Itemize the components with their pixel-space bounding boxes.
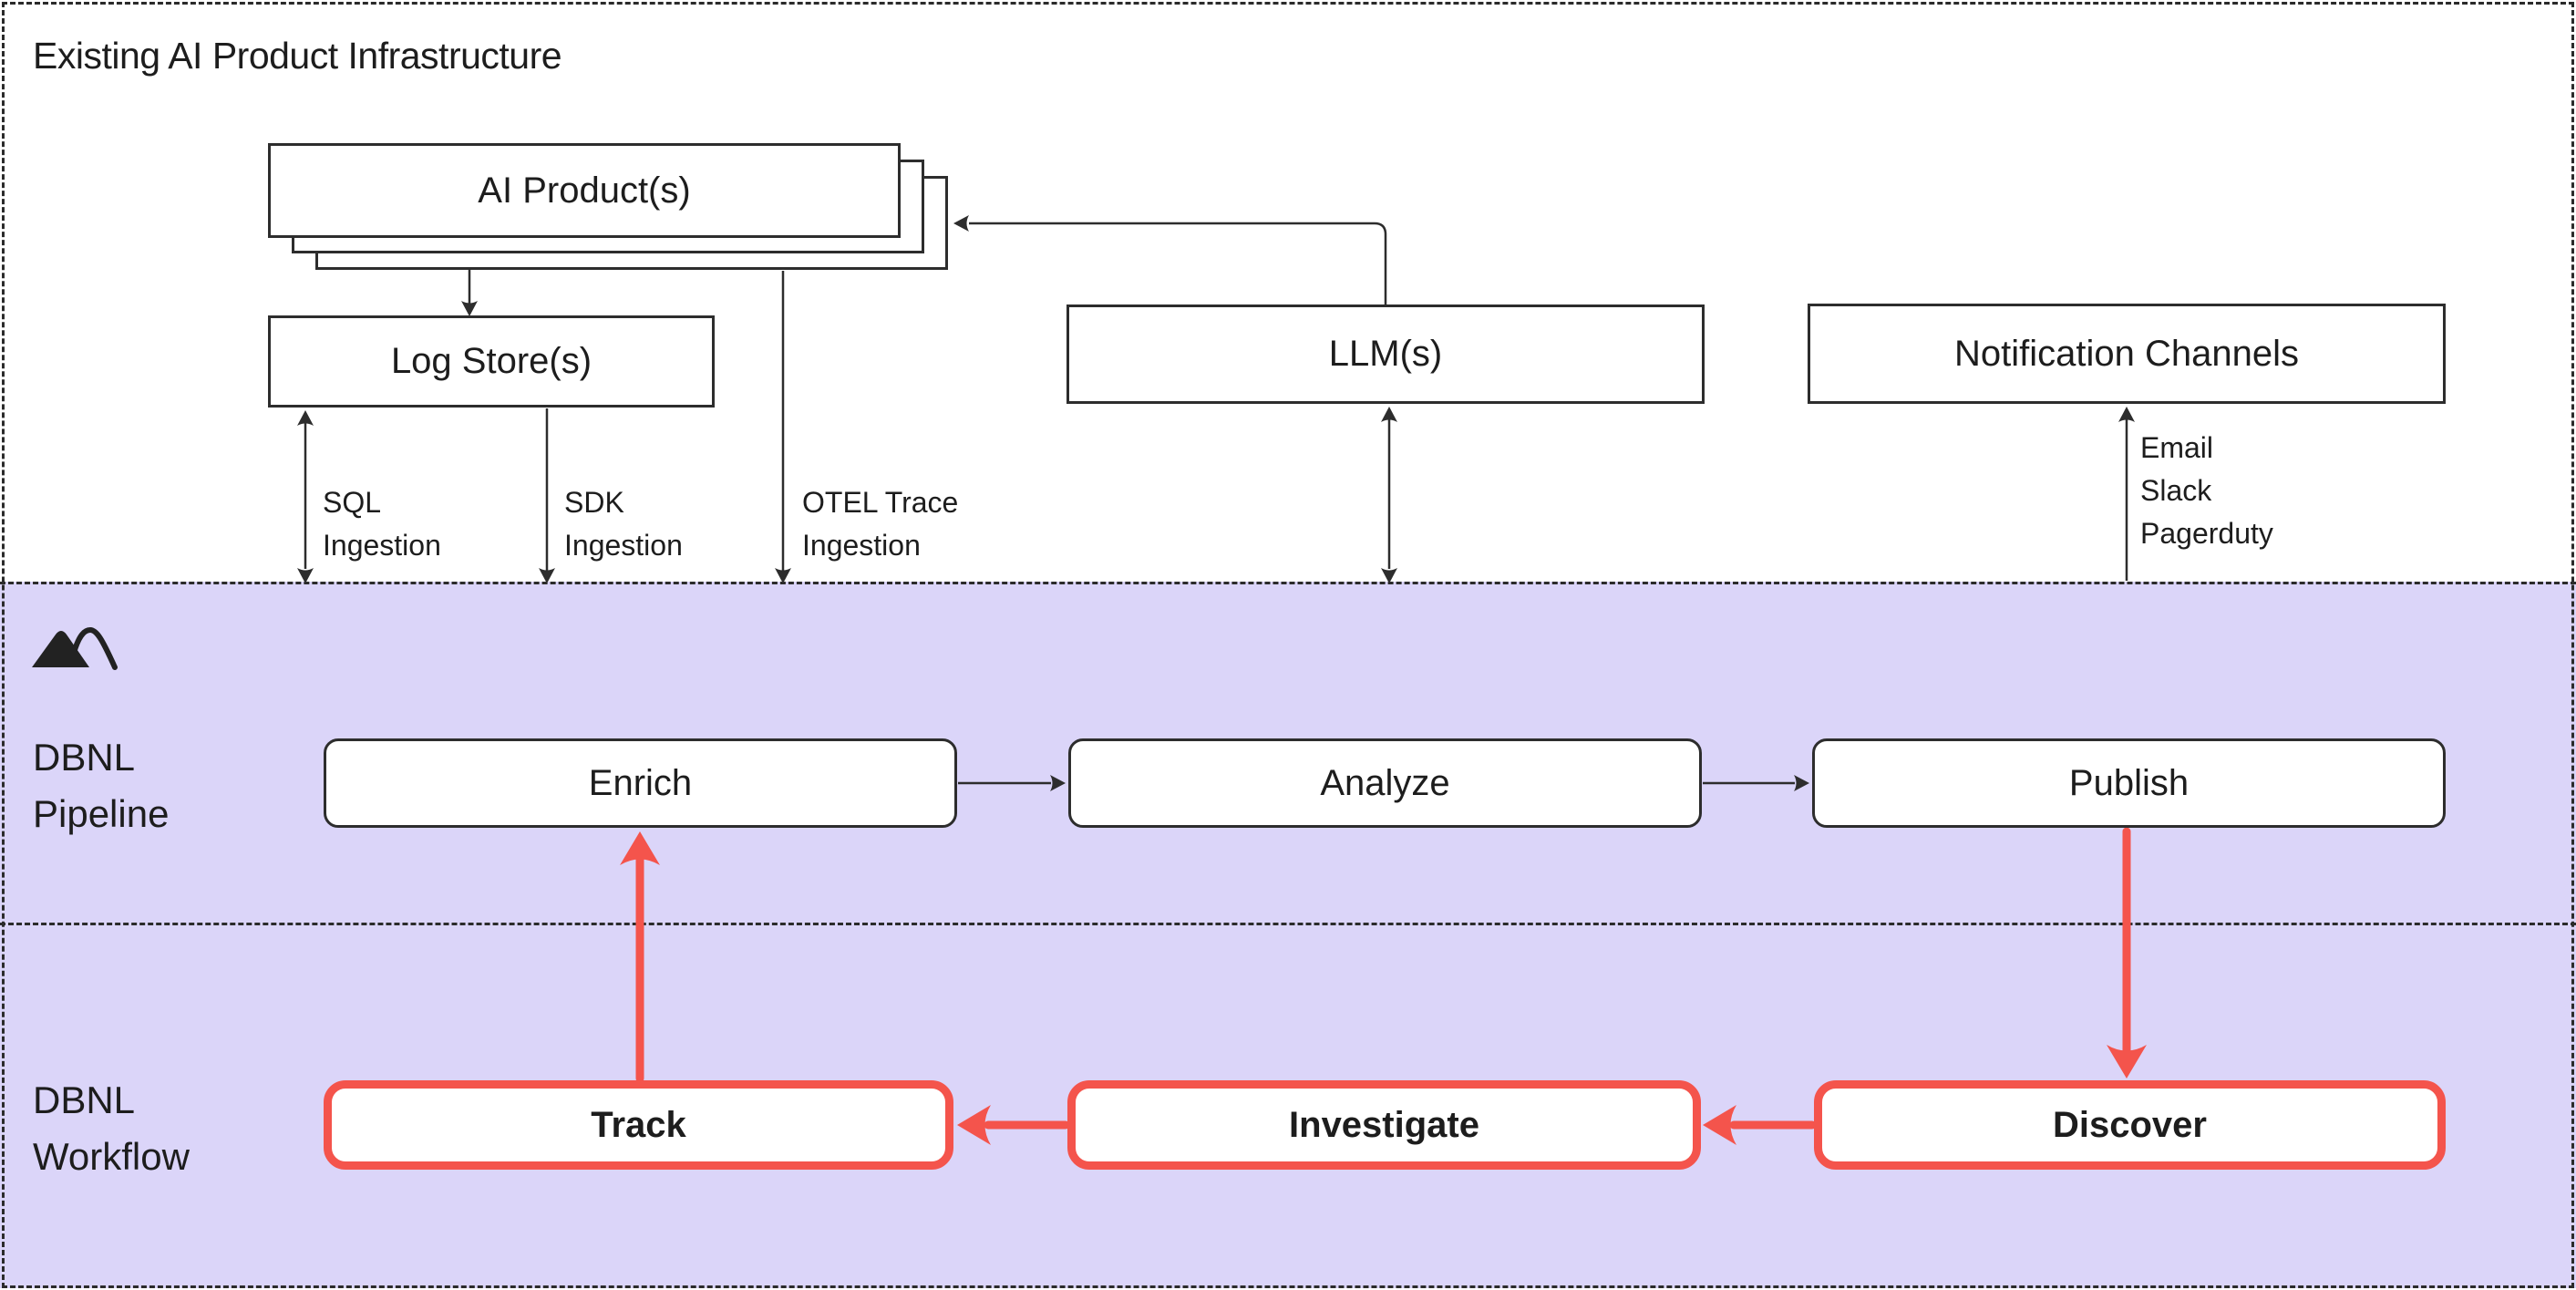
node-notification-channels: Notification Channels bbox=[1808, 304, 2446, 404]
stage-publish: Publish bbox=[1812, 738, 2446, 828]
red-arrowheads bbox=[620, 831, 2147, 1145]
label-sdk-ingestion: SDK Ingestion bbox=[564, 486, 683, 562]
stage-investigate: Investigate bbox=[1067, 1080, 1701, 1170]
node-ai-products-label: AI Product(s) bbox=[478, 170, 691, 211]
pipeline-section-label: DBNL Pipeline bbox=[33, 736, 170, 835]
stage-track-label: Track bbox=[591, 1104, 686, 1145]
stage-discover: Discover bbox=[1814, 1080, 2446, 1170]
stage-publish-label: Publish bbox=[2068, 762, 2190, 803]
node-ai-products: AI Product(s) bbox=[268, 143, 901, 238]
stage-investigate-label: Investigate bbox=[1289, 1104, 1479, 1145]
stage-discover-label: Discover bbox=[2053, 1104, 2207, 1145]
stage-analyze-label: Analyze bbox=[1320, 762, 1450, 803]
stage-analyze: Analyze bbox=[1068, 738, 1702, 828]
infrastructure-title: Existing AI Product Infrastructure bbox=[33, 35, 562, 77]
node-llms: LLM(s) bbox=[1066, 304, 1705, 404]
node-log-stores: Log Store(s) bbox=[268, 315, 715, 408]
workflow-section-label: DBNL Workflow bbox=[33, 1078, 190, 1178]
stage-enrich: Enrich bbox=[324, 738, 957, 828]
arrow-llm-to-aiproduct bbox=[969, 222, 1387, 304]
label-otel-trace-ingestion: OTEL Trace Ingestion bbox=[802, 486, 959, 562]
label-notification-methods: Email Slack Pagerduty bbox=[2140, 431, 2273, 550]
stage-enrich-label: Enrich bbox=[588, 762, 693, 803]
node-log-stores-label: Log Store(s) bbox=[390, 341, 592, 381]
dbnl-mountain-logo-icon bbox=[32, 626, 118, 670]
stage-track: Track bbox=[324, 1080, 953, 1170]
label-sql-ingestion: SQL Ingestion bbox=[323, 486, 441, 562]
black-arrowheads bbox=[297, 215, 2135, 791]
node-notification-channels-label: Notification Channels bbox=[1954, 333, 2299, 374]
node-llms-label: LLM(s) bbox=[1328, 334, 1443, 374]
